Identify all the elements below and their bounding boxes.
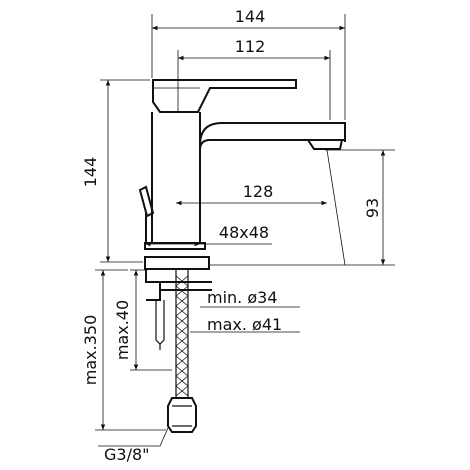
dim-base-label: 48x48 [219,223,269,242]
dim-max-hose-label: max.350 [81,315,100,385]
dim-spout-width-label: 112 [235,37,266,56]
dim-max-thickness: max.40 [113,269,172,371]
dim-reach: 128 [176,182,327,206]
dim-hole-max-label: max. ø41 [207,315,282,334]
dim-overall-height: 144 [81,79,150,263]
dim-base: 48x48 [145,223,272,247]
dim-overall-width: 144 [151,7,346,120]
dim-hole: min. ø34 max. ø41 [190,288,300,334]
dim-thread: G3/8" [98,427,169,464]
dim-max-hose: max.350 [81,269,166,431]
dim-hole-min-label: min. ø34 [207,288,278,307]
dim-spout-height: 93 [210,149,395,266]
dim-spout-width: 112 [177,37,331,120]
mounting-hardware [145,270,212,433]
dim-overall-width-label: 144 [235,7,266,26]
dim-max-thickness-label: max.40 [113,300,132,360]
dim-spout-height-label: 93 [363,198,382,218]
dim-overall-height-label: 144 [81,157,100,188]
dim-reach-label: 128 [243,182,274,201]
dim-thread-label: G3/8" [104,445,150,464]
